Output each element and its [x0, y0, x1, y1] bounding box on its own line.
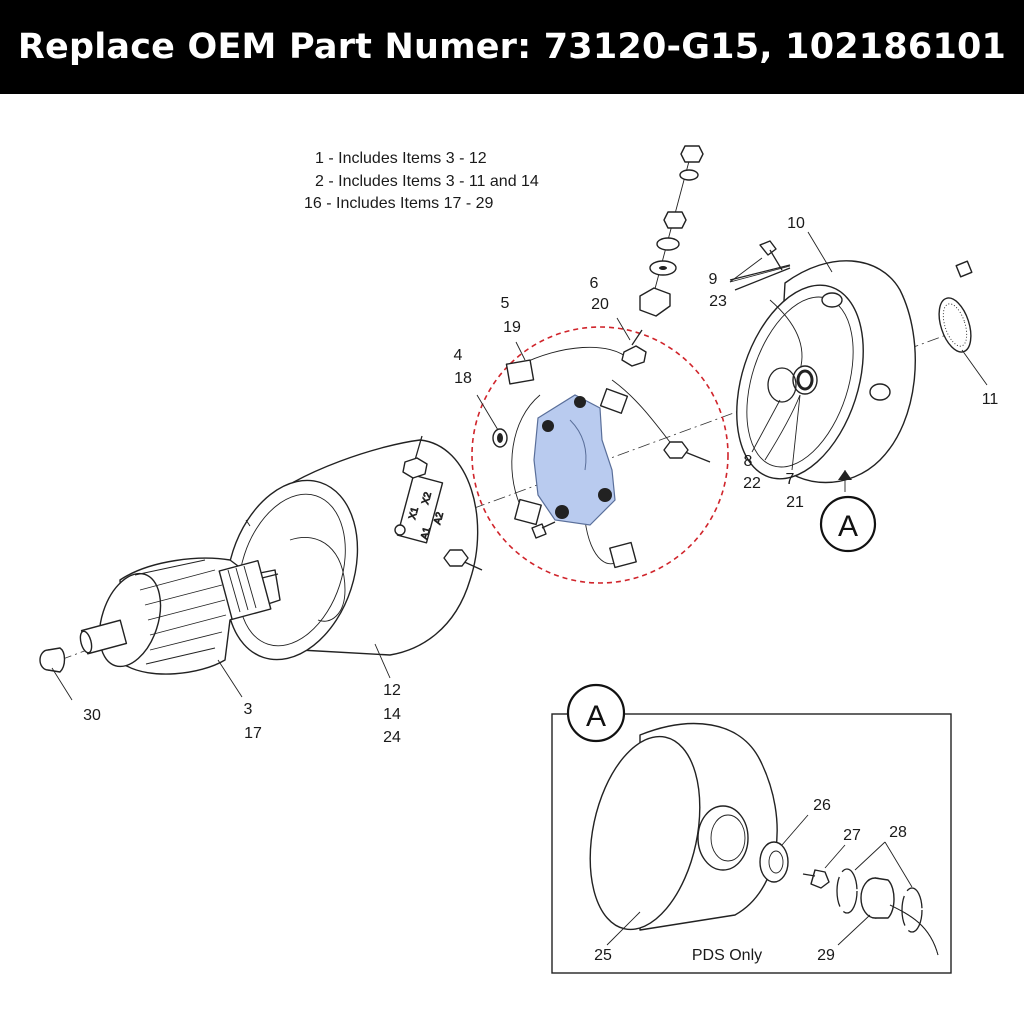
note-1: 1 - Includes Items 3 - 12	[315, 150, 487, 167]
brush-plate	[533, 394, 616, 526]
terminal-a1: A1	[419, 526, 433, 541]
washer-mid	[656, 237, 680, 251]
callout-12: 12	[383, 682, 401, 699]
terminal-x2: X2	[420, 491, 434, 506]
callout-9: 9	[709, 271, 718, 288]
notes: 1 - Includes Items 3 - 12 2 - Includes I…	[304, 150, 539, 212]
callout-4: 4	[454, 347, 463, 364]
callout-21: 21	[786, 494, 804, 511]
callout-24: 24	[383, 729, 401, 746]
callout-25: 25	[594, 947, 612, 964]
terminal-insulator	[639, 287, 671, 317]
callout-18: 18	[454, 370, 472, 387]
brush-4	[609, 541, 637, 569]
header-banner: Replace OEM Part Numer: 73120-G15, 10218…	[0, 0, 1024, 94]
callout-14: 14	[383, 706, 401, 723]
detail-inset: A	[551, 683, 952, 974]
encoder-disc	[938, 297, 972, 353]
callout-26: 26	[813, 797, 831, 814]
brush-1	[505, 359, 535, 385]
leader-lines	[51, 231, 988, 701]
callout-22: 22	[743, 475, 761, 492]
bearing-cap	[39, 647, 66, 673]
callout-30: 30	[83, 707, 101, 724]
pds-only-label: PDS Only	[692, 947, 762, 964]
callout-3: 3	[244, 701, 253, 718]
screw-9	[729, 240, 791, 291]
callout-10: 10	[787, 215, 805, 232]
washer-top	[679, 169, 699, 181]
terminal-hardware-stack	[639, 145, 704, 317]
highlight-circle	[471, 326, 729, 584]
brush-3	[514, 498, 542, 526]
inset-marker-label: A	[586, 700, 606, 733]
callout-20: 20	[591, 296, 609, 313]
terminal-label-plate	[396, 474, 444, 544]
nut-mid	[663, 211, 687, 229]
brush-assembly-highlight	[471, 326, 729, 584]
callout-19: 19	[503, 319, 521, 336]
o-ring-8	[767, 367, 797, 403]
callout-7: 7	[786, 471, 795, 488]
note-3: 16 - Includes Items 17 - 29	[304, 195, 494, 212]
end-cap-housing	[736, 260, 916, 484]
callout-labels: 4 18 5 19 6 20 9 23 10 11 8 22 7 21 30 3…	[83, 215, 998, 964]
callout-29: 29	[817, 947, 835, 964]
callout-27: 27	[843, 827, 861, 844]
callout-6: 6	[590, 275, 599, 292]
detail-marker-a: A	[819, 495, 877, 553]
terminal-x1: X1	[407, 506, 421, 521]
callout-28: 28	[889, 824, 907, 841]
page-title: Replace OEM Part Numer: 73120-G15, 10218…	[17, 27, 1007, 67]
nut-top	[680, 145, 704, 163]
callout-5: 5	[501, 295, 510, 312]
motor-frame: X1 X2 A1 A2	[225, 435, 483, 661]
callout-11: 11	[982, 391, 999, 408]
note-2: 2 - Includes Items 3 - 11 and 14	[315, 173, 539, 190]
callout-8: 8	[744, 453, 753, 470]
through-bolt	[904, 260, 973, 298]
callout-23: 23	[709, 293, 727, 310]
detail-marker-label: A	[838, 510, 858, 543]
callout-17: 17	[244, 725, 262, 742]
brush-2	[599, 388, 629, 414]
terminal-a2: A2	[432, 511, 446, 526]
armature	[79, 557, 281, 675]
